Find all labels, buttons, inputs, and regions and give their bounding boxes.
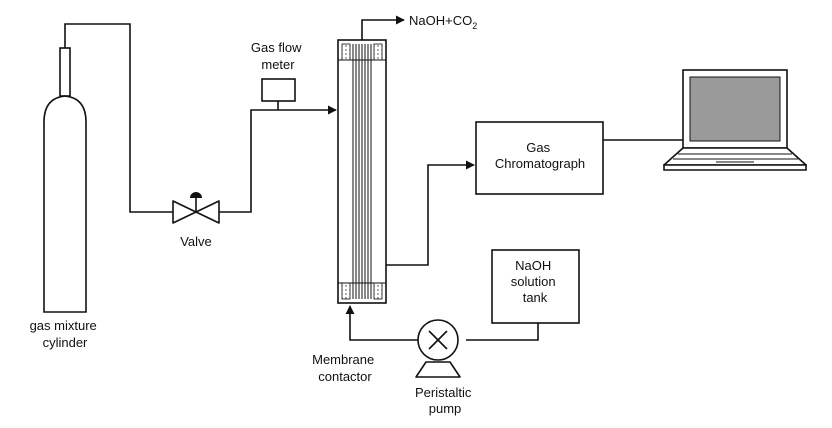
gc-label: Gas Chromatograph <box>495 140 585 171</box>
valve-icon <box>172 192 220 224</box>
flow-meter-icon <box>261 78 296 110</box>
cylinder-label: gas mixture cylinder <box>30 318 101 350</box>
outlet-label: NaOH+CO2 <box>409 13 477 31</box>
pipe-contactor-outlet <box>361 15 405 40</box>
contactor-label: Membrane contactor <box>312 352 378 384</box>
tank-label: NaOH solution tank <box>511 258 559 305</box>
pipe-tank-to-pump <box>466 323 539 341</box>
naoh-tank-box <box>491 249 580 324</box>
gas-cylinder-icon <box>43 47 87 313</box>
peristaltic-pump-icon <box>415 319 461 378</box>
valve-label: Valve <box>180 234 212 249</box>
pipe-valve-to-meter <box>219 109 278 213</box>
pipe-cylinder-to-valve <box>64 23 173 213</box>
pump-label: Peristaltic pump <box>415 385 475 416</box>
flow-meter-label: Gas flow meter <box>251 40 305 72</box>
membrane-contactor-icon <box>337 39 387 304</box>
pipe-pump-to-contactor <box>345 305 418 341</box>
pipe-contactor-to-gc <box>386 160 475 266</box>
laptop-icon <box>663 69 807 171</box>
gas-chromatograph-box <box>475 121 604 195</box>
